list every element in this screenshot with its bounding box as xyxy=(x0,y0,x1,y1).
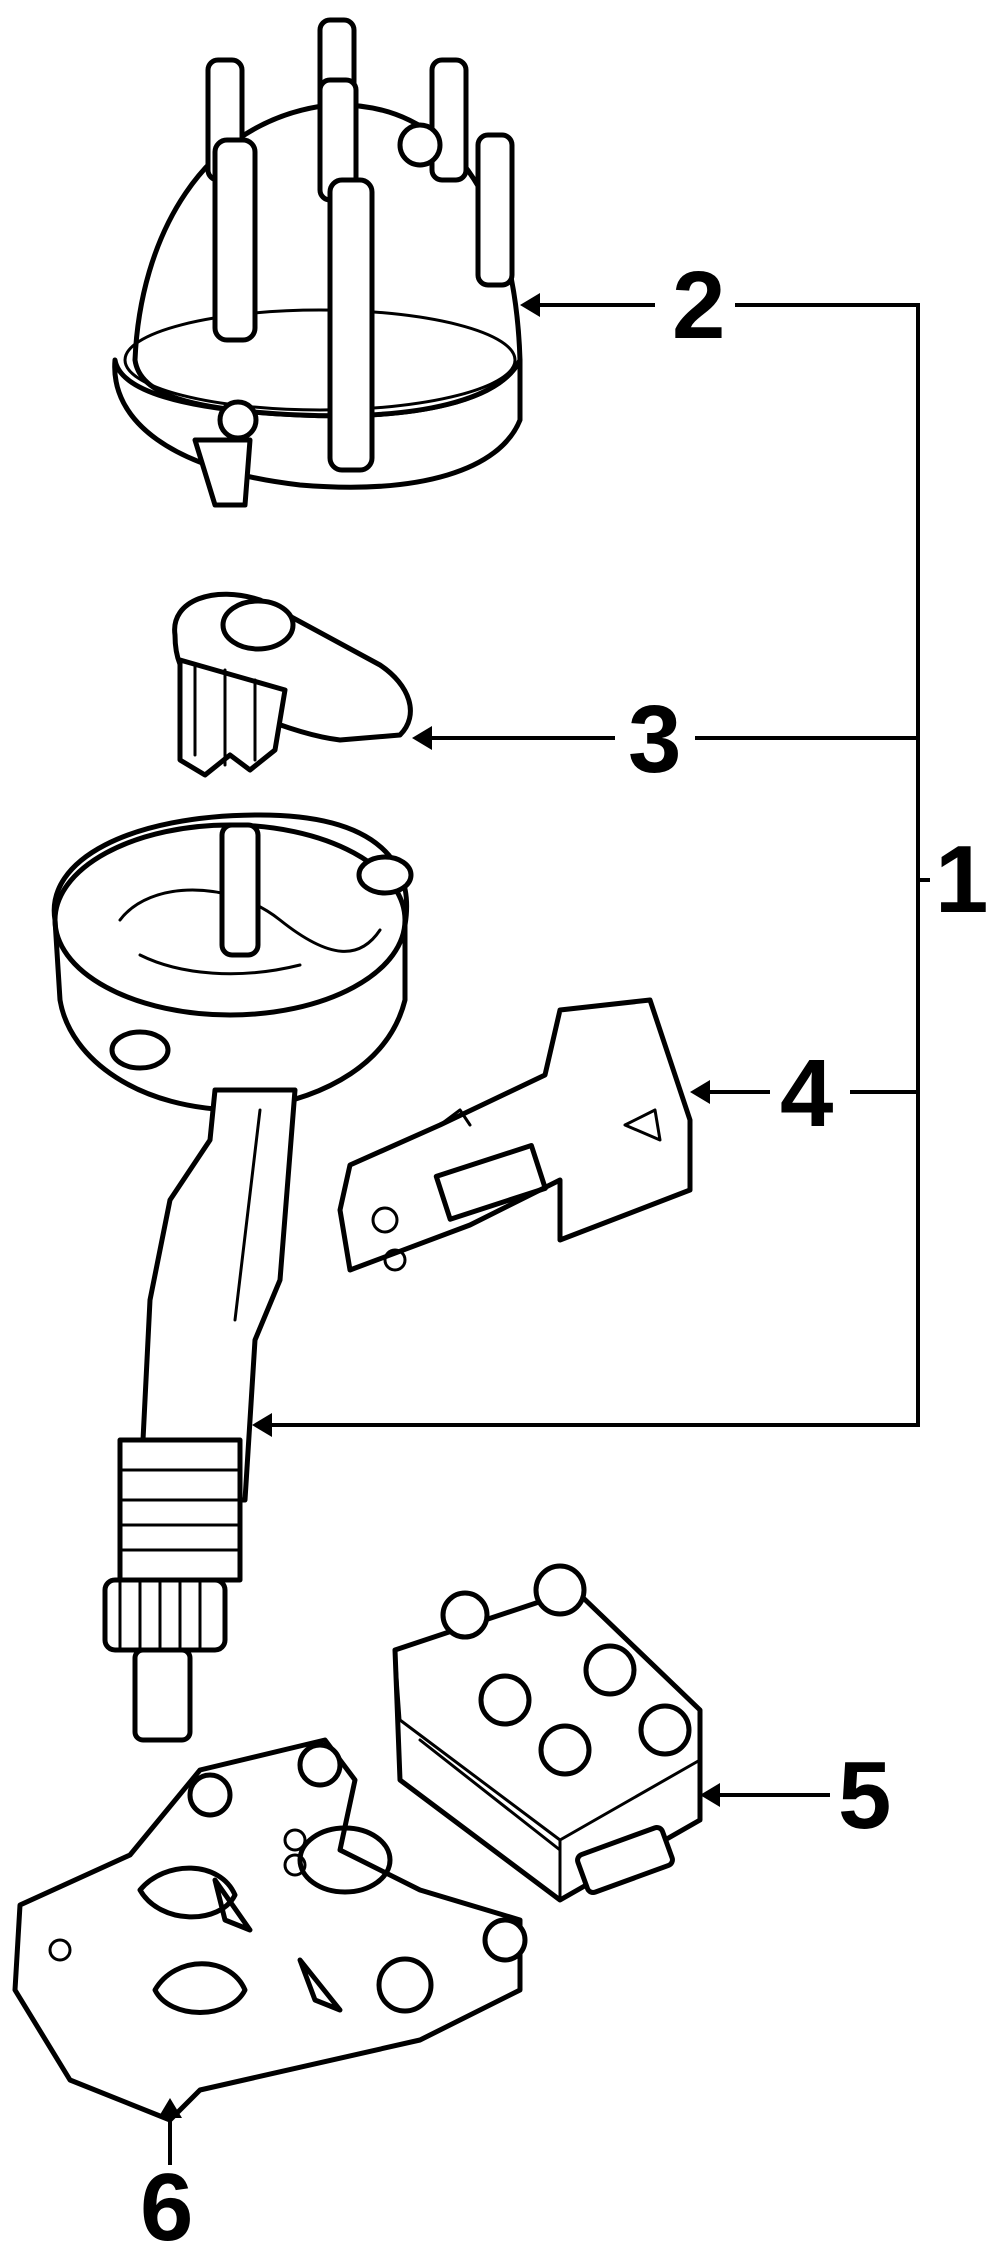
group-bracket-line xyxy=(265,303,920,1427)
callout-2: 2 xyxy=(672,252,725,359)
arrowhead-6 xyxy=(158,2098,182,2118)
rotor xyxy=(172,591,413,778)
distributor-housing xyxy=(51,812,414,1743)
ignition-module xyxy=(337,997,693,1273)
ignition-coil xyxy=(392,1563,703,1903)
arrowhead-2 xyxy=(520,293,540,317)
arrowhead-1 xyxy=(252,1413,272,1437)
callout-3: 3 xyxy=(628,686,681,793)
arrowhead-3 xyxy=(412,726,432,750)
coil-bracket xyxy=(12,1737,528,2123)
arrowhead-4 xyxy=(690,1080,710,1104)
callout-6: 6 xyxy=(140,2154,193,2252)
distributor-cap xyxy=(112,17,523,508)
callout-5: 5 xyxy=(838,1742,891,1849)
leader-lines xyxy=(158,293,930,2165)
arrowhead-5 xyxy=(700,1783,720,1807)
callout-4: 4 xyxy=(780,1040,833,1147)
callout-1: 1 xyxy=(935,826,988,933)
